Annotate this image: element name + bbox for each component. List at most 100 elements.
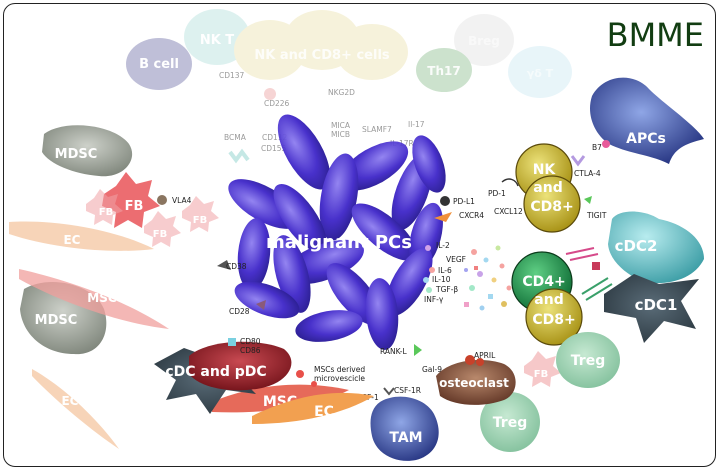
nk-t-cell <box>184 9 250 65</box>
fb-right-label: FB <box>534 369 548 380</box>
malignant-pcs-label: malignant PCs <box>266 232 412 253</box>
mdsc-top-label: MDSC <box>55 147 98 162</box>
apcs-label: APCs <box>626 131 666 147</box>
ec-left-bottom-cell <box>32 369 119 449</box>
msc-left-cell <box>19 269 169 329</box>
cdc-pdc-label: cDC and pDC <box>165 364 266 380</box>
ctla4-label: CTLA-4 <box>574 169 601 178</box>
treg-bottom-label: Treg <box>493 415 527 431</box>
fb-main-label: FB <box>125 199 144 214</box>
micb-label: MICB <box>331 130 350 139</box>
mdsc-top-cell <box>42 125 133 177</box>
il6-label: IL-6 <box>438 266 452 275</box>
il10-dot <box>423 277 429 283</box>
rankl-label: RANK-L <box>380 347 407 356</box>
osteoclast-nucleus-1 <box>465 355 475 365</box>
fb-right-cell <box>524 351 561 387</box>
fb-c-label: FB <box>193 215 207 226</box>
rankl-ligand <box>414 344 422 356</box>
il2-dot <box>425 245 431 251</box>
pd1-receptor <box>501 178 519 187</box>
diagram-title: BMME <box>607 16 704 54</box>
tam-cell <box>370 396 439 461</box>
microvesicle-dot-2 <box>311 381 317 387</box>
pdl1-ligand <box>440 196 450 206</box>
nk-cd8-label: NK and CD8+ cells <box>254 48 390 63</box>
tcr-contact-top <box>565 247 599 261</box>
cd80-label: CD80 <box>240 337 261 346</box>
ec-bottom-label: EC <box>314 404 334 420</box>
gal9-label: Gal-9 <box>422 365 442 374</box>
gd-t-cell <box>508 46 572 98</box>
pd1-label: PD-1 <box>488 189 506 198</box>
nk-t-label: NK T <box>200 33 234 48</box>
msc-vesicle-label-2: microvescicle <box>314 374 365 383</box>
infg-label: INF-γ <box>424 295 444 304</box>
bcma-receptor <box>228 148 250 164</box>
treg-cell-right <box>556 332 620 388</box>
il10-label: IL-10 <box>432 275 451 284</box>
diagram-canvas: BMME NK T B cell NK and CD8+ cells Th17 … <box>3 3 716 467</box>
breg-cell <box>454 14 514 66</box>
treg-right-label: Treg <box>571 353 605 369</box>
nk-cd8-cell-1 <box>234 20 306 80</box>
cytokine-cloud <box>464 245 512 311</box>
csf1r-receptor <box>383 387 395 396</box>
breg-label: Breg <box>468 34 500 48</box>
th17-label: Th17 <box>427 64 460 78</box>
cd86-label: CD86 <box>240 346 261 355</box>
cxcr4-label: CXCR4 <box>459 211 484 220</box>
bmme-diagram: BMME NK T B cell NK and CD8+ cells Th17 … <box>9 9 704 461</box>
il6-dot <box>429 267 435 273</box>
nkg2d-label: NKG2D <box>328 88 355 97</box>
tigit-receptor <box>584 196 592 204</box>
fb-b-cell <box>144 211 181 247</box>
cdc1-cell <box>604 274 699 343</box>
ec-left-bottom-label: EC <box>61 394 78 408</box>
mdsc-bottom-label: MDSC <box>35 313 78 328</box>
ec-left-top-label: EC <box>63 233 80 247</box>
cdc2-label: cDC2 <box>615 237 658 255</box>
cd8-cell-lower <box>525 288 583 346</box>
nk-right-label: NK <box>533 162 557 178</box>
pdl1-label: PD-L1 <box>453 197 475 206</box>
b7-ligand <box>602 140 610 148</box>
osteoclast-nucleus-2 <box>476 358 484 366</box>
nk-cd8-cell-3 <box>336 24 408 80</box>
mica-label: MICA <box>331 121 351 130</box>
osteoclast-cell <box>436 360 516 405</box>
cd226-receptor <box>264 88 276 100</box>
apcs-cell <box>589 77 704 164</box>
ec-bottom-cell <box>252 392 374 424</box>
mhc-marker <box>592 262 600 270</box>
tam-label: TAM <box>389 430 422 446</box>
nk-cd8-cell-2 <box>284 10 360 70</box>
fb-c-cell <box>182 196 219 232</box>
and-right-label: and <box>533 180 562 196</box>
microvesicle-dot <box>296 370 304 378</box>
fb-b-label: FB <box>153 229 167 240</box>
b7-label: B7 <box>592 143 602 152</box>
fb-a-label: FB <box>99 207 113 218</box>
cdc-pdc-red-cell <box>189 341 292 391</box>
cd8-lower-label: CD8+ <box>532 312 575 328</box>
vla4-receptor <box>157 195 167 205</box>
cxcr4-receptor <box>434 212 452 222</box>
msc-vesicle-label-1: MSCs derived <box>314 365 365 374</box>
csf1r-label: CSF-1R <box>394 386 421 395</box>
april-label: APRIL <box>474 351 496 360</box>
b-cell-label: B cell <box>139 57 179 72</box>
tigit-label: TIGIT <box>586 211 607 220</box>
treg-cell-bottom <box>480 392 540 452</box>
cdc2-cell <box>608 211 704 284</box>
cd112-label: CD112 <box>262 133 288 142</box>
gd-t-label: γδ T <box>527 67 554 80</box>
ctla4-receptor <box>570 155 586 167</box>
cd80-receptor <box>228 338 236 346</box>
cxcl12-label: CXCL12 <box>494 207 523 216</box>
osteoclast-label: osteoclast <box>439 376 509 390</box>
malignant-pc-cluster <box>228 114 446 350</box>
cd155-label: CD155 <box>261 144 287 153</box>
cd4-label: CD4+ <box>522 274 565 290</box>
cd137-label: CD137 <box>219 71 245 80</box>
